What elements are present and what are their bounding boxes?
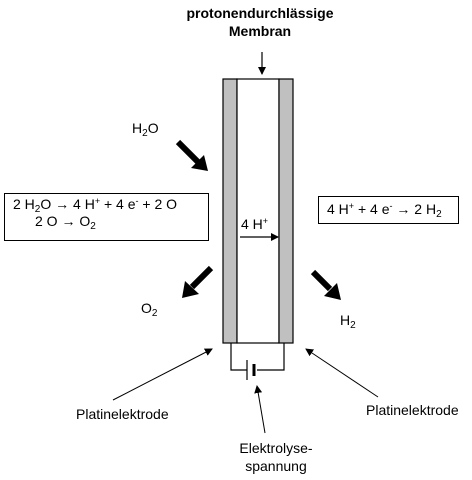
oxygen-outflow-arrow bbox=[182, 265, 214, 298]
membrane bbox=[236, 78, 280, 344]
left-electrode bbox=[222, 78, 238, 344]
water-label: H2O bbox=[132, 120, 159, 139]
electrode-label-right: Platinelektrode bbox=[366, 402, 459, 418]
membrane-label: protonendurchlässige Membran bbox=[180, 5, 340, 39]
water-inflow-arrow bbox=[175, 139, 208, 171]
anode-reaction-line1: 2 H2O → 4 H+ + 4 e- + 2 O bbox=[13, 196, 178, 215]
voltage-circuit bbox=[230, 343, 285, 380]
voltage-pointer bbox=[254, 385, 266, 434]
left-electrode-pointer bbox=[112, 348, 213, 401]
electrode-label-left: Platinelektrode bbox=[76, 406, 169, 422]
membrane-label-line2: Membran bbox=[228, 23, 292, 39]
voltage-label: Elektrolyse- spannung bbox=[226, 440, 326, 474]
oxygen-label: O2 bbox=[141, 300, 158, 319]
membrane-label-line1: protonendurchlässige bbox=[186, 5, 334, 21]
anode-reaction-line2: 2 O → O2 bbox=[35, 213, 96, 232]
right-electrode-pointer bbox=[305, 348, 379, 398]
cathode-reaction-box: 4 H+ + 4 e- → 2 H2 bbox=[318, 196, 459, 224]
hydrogen-outflow-arrow bbox=[310, 269, 341, 300]
voltage-label-line1: Elektrolyse- bbox=[239, 440, 313, 456]
voltage-label-line2: spannung bbox=[245, 458, 307, 474]
proton-label: 4 H+ bbox=[241, 216, 269, 232]
right-electrode bbox=[278, 78, 294, 344]
anode-reaction-box: 2 H2O → 4 H+ + 4 e- + 2 O 2 O → O2 bbox=[4, 193, 209, 241]
hydrogen-label: H2 bbox=[340, 312, 356, 331]
